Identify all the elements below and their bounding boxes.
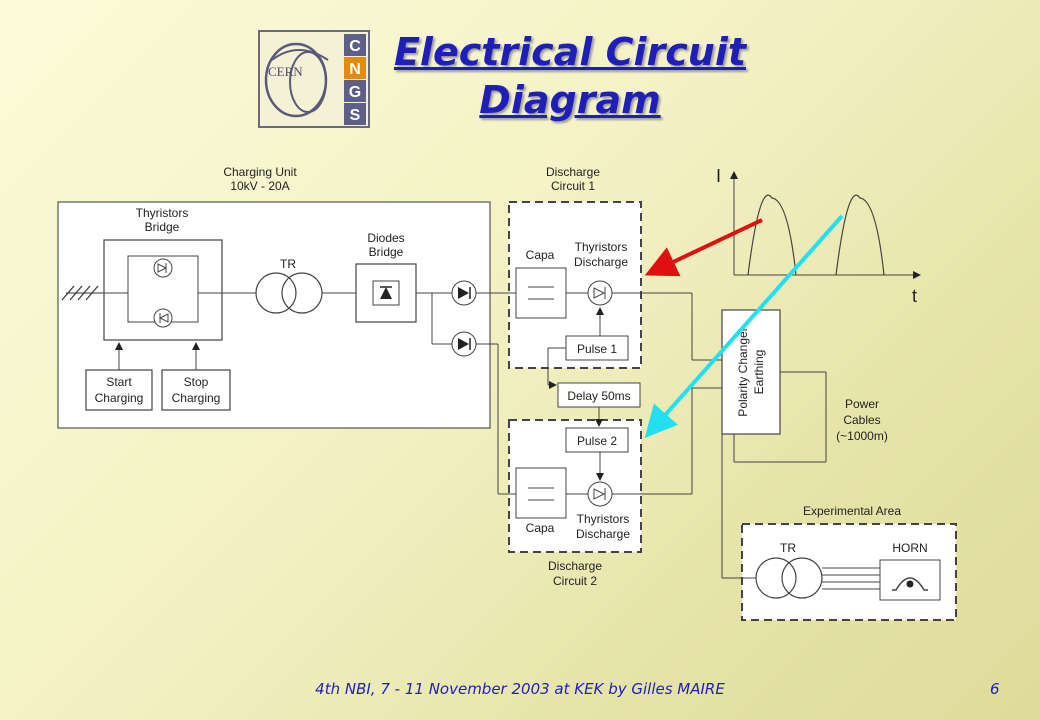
charging-unit-label-2: 10kV - 20A xyxy=(230,179,289,193)
discharge2-label-1: Discharge xyxy=(548,559,602,573)
power-cables-label-3: (~1000m) xyxy=(836,429,888,443)
pulse-1-red-arrow xyxy=(644,218,763,277)
transformer-2-primary-icon xyxy=(755,557,797,599)
discharge1-label-2: Circuit 1 xyxy=(551,179,595,193)
axis-t-label: t xyxy=(912,286,917,306)
power-cables-label-2: Cables xyxy=(843,413,880,427)
pulse-2-box xyxy=(565,427,629,453)
slide-footer: 4th NBI, 7 - 11 November 2003 at KEK by … xyxy=(315,680,725,698)
start-charging-label-1: Start xyxy=(106,375,132,389)
capacitor-2-icon xyxy=(528,487,554,501)
polarity-changer-label-2: Earthing xyxy=(752,350,766,395)
horn-box xyxy=(879,559,941,601)
thyristor-upper-icon xyxy=(153,258,173,278)
start-charging-box xyxy=(85,369,153,411)
pulse-2-waveform xyxy=(835,194,885,276)
title-line-2: Diagram xyxy=(479,78,661,122)
delay-label: Delay 50ms xyxy=(567,389,630,403)
polarity-changer-label-1: Polarity Changer xyxy=(736,327,750,416)
thyr-discharge-2-label-1: Thyristors xyxy=(577,512,630,526)
stop-charging-box xyxy=(161,369,231,411)
thyr-discharge-2-label-2: Discharge xyxy=(576,527,630,541)
logo-letter-n: N xyxy=(349,61,361,78)
title-line-1: Electrical Circuit xyxy=(393,30,747,74)
discharge2-label-2: Circuit 2 xyxy=(553,574,597,588)
diodes-bridge-label-1: Diodes xyxy=(367,231,404,245)
thyr-discharge-1-label-1: Thyristors xyxy=(575,240,628,254)
capa2-label: Capa xyxy=(526,521,555,535)
thyr-discharge-1-label-2: Discharge xyxy=(574,255,628,269)
cern-logo-text: CERN xyxy=(268,64,303,79)
start-charging-label-2: Charging xyxy=(95,391,144,405)
axis-i-label: I xyxy=(716,166,721,186)
capacitor-2-box xyxy=(515,467,567,519)
output-diode-1-icon xyxy=(451,280,477,306)
cern-cngs-logo: CERN C N G S xyxy=(258,30,370,128)
thyristor-discharge-1-icon xyxy=(587,280,613,306)
pulse-2-cyan-arrow xyxy=(644,214,844,438)
power-cables-label-1: Power xyxy=(845,397,879,411)
horn-label: HORN xyxy=(892,541,927,555)
stop-charging-label-2: Charging xyxy=(172,391,221,405)
charging-unit-label-1: Charging Unit xyxy=(223,165,297,179)
experimental-area-label: Experimental Area xyxy=(803,504,901,518)
logo-letter-s: S xyxy=(350,107,361,124)
horn-icon xyxy=(892,577,928,591)
pulse-1-waveform xyxy=(747,194,797,276)
output-diode-2-icon xyxy=(451,331,477,357)
diode-bridge-icon xyxy=(372,280,400,306)
current-waveform: I t xyxy=(716,166,921,306)
thyristors-bridge-label-1: Thyristors xyxy=(136,206,189,220)
thyristors-bridge-label-2: Bridge xyxy=(145,220,180,234)
tr-label: TR xyxy=(280,257,296,271)
pulse-2-label: Pulse 2 xyxy=(577,434,617,448)
transformer-primary-icon xyxy=(255,272,297,314)
diodes-bridge-label-2: Bridge xyxy=(369,245,404,259)
logo-letter-c: C xyxy=(349,38,361,55)
polarity-changer-box xyxy=(721,309,781,435)
circuit-diagram: Charging Unit 10kV - 20A Discharge Circu… xyxy=(57,165,957,621)
pulse-1-box xyxy=(565,335,629,361)
tr2-label: TR xyxy=(780,541,796,555)
discharge1-label-1: Discharge xyxy=(546,165,600,179)
capacitor-1-icon xyxy=(528,286,554,300)
pulse-1-label: Pulse 1 xyxy=(577,342,617,356)
page-number: 6 xyxy=(990,680,1000,698)
thyristor-lower-icon xyxy=(153,308,173,328)
logo-letter-g: G xyxy=(349,84,361,101)
capa1-label: Capa xyxy=(526,248,555,262)
horn-feed-lines xyxy=(822,567,880,590)
transformer-2-secondary-icon xyxy=(781,557,823,599)
capacitor-1-box xyxy=(515,267,567,319)
thyristor-discharge-2-icon xyxy=(587,481,613,507)
slide-title: Electrical Circuit Diagram xyxy=(390,28,750,124)
stop-charging-label-1: Stop xyxy=(184,375,209,389)
cngs-letters: C N G S xyxy=(344,34,366,125)
delay-box xyxy=(557,382,641,408)
